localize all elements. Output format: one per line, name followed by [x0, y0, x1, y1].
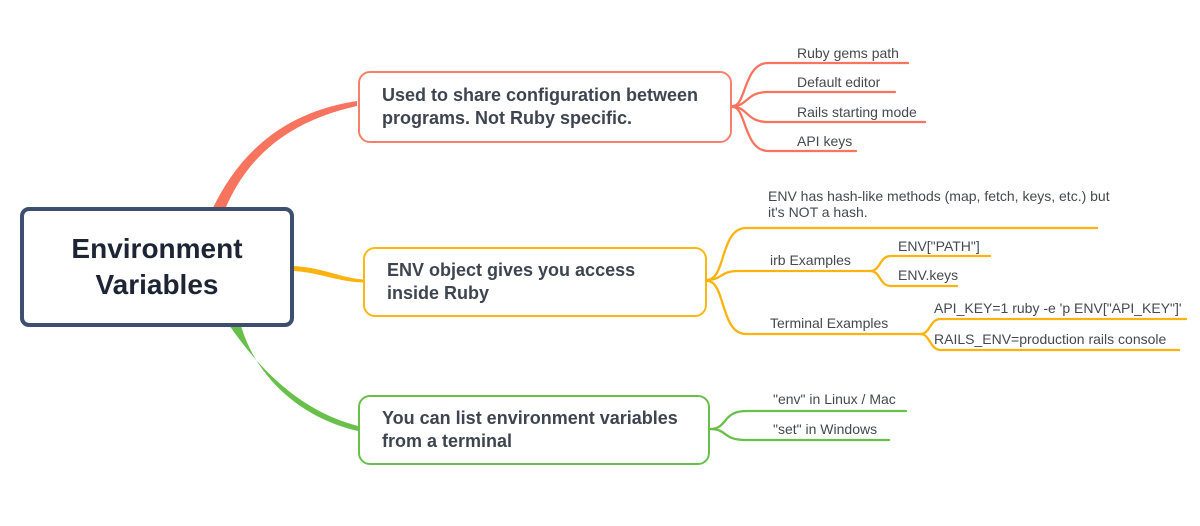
leaf-irb-examples[interactable]: irb Examples: [770, 252, 851, 268]
leaf-terminal-examples[interactable]: Terminal Examples: [770, 315, 889, 331]
leaf-set-windows[interactable]: "set" in Windows: [773, 421, 878, 437]
branch-curve-env-object: [294, 266, 364, 283]
link-set-windows: [708, 427, 891, 442]
leaf-env-keys[interactable]: ENV.keys: [898, 267, 959, 283]
topic-label: ENV object gives you access inside Ruby: [387, 259, 636, 303]
leaf-rails-starting-mode[interactable]: Rails starting mode: [797, 104, 917, 120]
leaf-env-hash-note[interactable]: ENV has hash-like methods (map, fetch, k…: [768, 188, 1110, 220]
link-api-keys: [731, 105, 858, 153]
branch-curve-list-env: [227, 322, 358, 431]
topic-node-list-env[interactable]: You can list environment variables from …: [358, 395, 710, 465]
link-irb-examples: [705, 269, 872, 282]
link-terminal-examples: [705, 279, 922, 336]
leaf-default-editor[interactable]: Default editor: [797, 74, 881, 90]
topic-node-shared-config[interactable]: Used to share configuration between prog…: [358, 71, 732, 143]
link-env-hash-note: [705, 226, 1099, 282]
leaf-env-path[interactable]: ENV["PATH"]: [898, 238, 980, 254]
root-node-environment-variables[interactable]: Environment Variables: [20, 207, 294, 327]
leaf-api-keys[interactable]: API keys: [797, 133, 853, 149]
leaf-ruby-gems-path[interactable]: Ruby gems path: [797, 45, 899, 61]
leaf-api-key-cmd[interactable]: API_KEY=1 ruby -e 'p ENV["API_KEY"]': [934, 300, 1182, 316]
link-default-editor: [731, 90, 897, 108]
topic-label: Used to share configuration between prog…: [382, 84, 699, 128]
leaf-env-linux-mac[interactable]: "env" in Linux / Mac: [773, 391, 896, 407]
topic-label: You can list environment variables from …: [382, 407, 678, 451]
leaf-rails-env-cmd[interactable]: RAILS_ENV=production rails console: [934, 331, 1167, 347]
branch-curve-shared-config: [211, 101, 357, 212]
topic-node-env-object[interactable]: ENV object gives you access inside Ruby: [363, 247, 707, 317]
root-node-label: Environment Variables: [71, 233, 243, 300]
link-env-keys: [868, 269, 959, 288]
link-rails-env-cmd: [918, 332, 1181, 352]
